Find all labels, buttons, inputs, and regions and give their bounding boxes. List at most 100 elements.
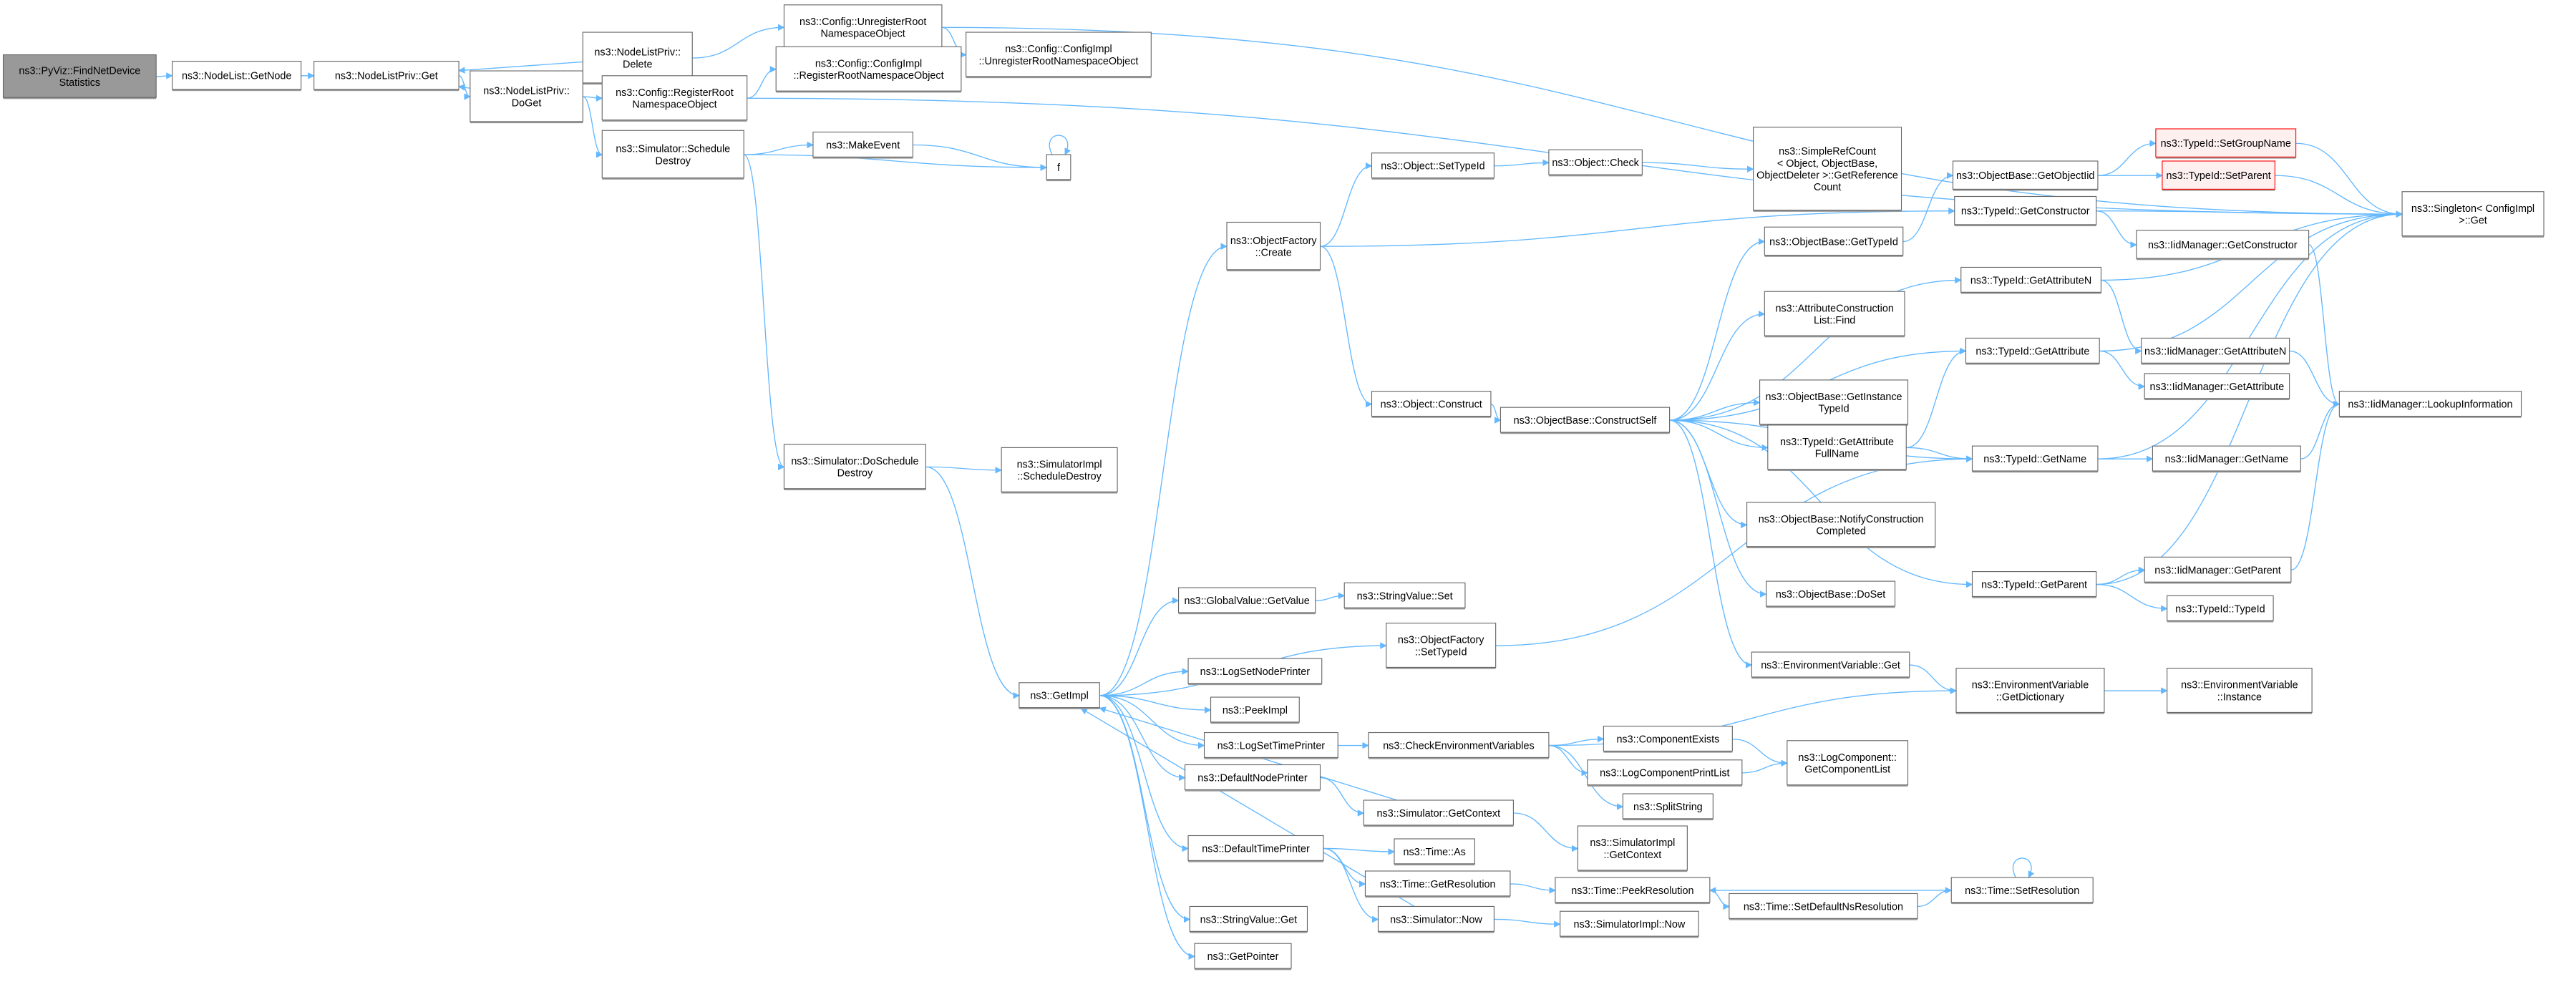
- node-ns3-logsettimeprinter[interactable]: ns3::LogSetTimePrinter: [1203, 731, 1338, 759]
- node-ns3-stringvalue-set[interactable]: ns3::StringValue::Set: [1343, 582, 1466, 610]
- node-ns3-splitstring[interactable]: ns3::SplitString: [1622, 793, 1714, 821]
- node-ns3-typeid-getname[interactable]: ns3::TypeId::GetName: [1971, 445, 2099, 473]
- node-ns3-defaultnodeprinter[interactable]: ns3::DefaultNodePrinter: [1184, 764, 1321, 792]
- node-label: ns3::TypeId::SetGroupName: [2161, 138, 2291, 150]
- node-ns3-object-construct[interactable]: ns3::Object::Construct: [1371, 391, 1492, 418]
- edge-n51-to-n57: [1099, 695, 1186, 782]
- node-label: Destroy: [837, 468, 873, 480]
- node-box: [2144, 556, 2292, 583]
- node-ns3-config-configimpl-registerrootnamespaceobject[interactable]: ns3::Config::ConfigImpl::RegisterRootNam…: [775, 46, 962, 93]
- node-ns3-typeid-getattributen[interactable]: ns3::TypeId::GetAttributeN: [1960, 266, 2101, 294]
- node-ns3-makeevent[interactable]: ns3::MakeEvent: [812, 131, 913, 159]
- node-ns3-typeid-setparent[interactable]: ns3::TypeId::SetParent: [2162, 160, 2275, 191]
- node-ns3-logsetnodeprinter[interactable]: ns3::LogSetNodePrinter: [1187, 658, 1323, 686]
- node-ns3-nodelist-getnode[interactable]: ns3::NodeList::GetNode: [172, 60, 302, 92]
- node-ns3-objectbase-constructself[interactable]: ns3::ObjectBase::ConstructSelf: [1500, 407, 1671, 434]
- node-ns3-iidmanager-getconstructor[interactable]: ns3::IidManager::GetConstructor: [2136, 230, 2310, 261]
- node-ns3-time-as[interactable]: ns3::Time::As: [1394, 838, 1475, 866]
- node-label: ns3::EnvironmentVariable: [2181, 680, 2298, 691]
- node-f[interactable]: f: [1046, 154, 1071, 182]
- node-ns3-iidmanager-getparent[interactable]: ns3::IidManager::GetParent: [2144, 556, 2292, 584]
- node-ns3-object-check[interactable]: ns3::Object::Check: [1548, 149, 1643, 177]
- node-ns3-time-setresolution[interactable]: ns3::Time::SetResolution: [1950, 877, 2094, 905]
- node-ns3-logcomponent-getcomponentlist[interactable]: ns3::LogComponent::GetComponentList: [1787, 740, 1909, 787]
- node-box: [1364, 870, 1511, 897]
- node-label: ns3::NodeListPriv::: [594, 47, 681, 59]
- node-ns3-simulatorimpl-getcontext[interactable]: ns3::SimulatorImpl::GetContext: [1577, 825, 1688, 872]
- edge-n8-to-n7: [747, 66, 777, 99]
- edge-n51-to-n49: [1099, 668, 1189, 696]
- edge-n3-to-n5: [458, 75, 471, 100]
- node-label: ns3::LogComponentPrintList: [1600, 768, 1729, 779]
- node-ns3-stringvalue-get[interactable]: ns3::StringValue::Get: [1189, 905, 1308, 933]
- node-ns3-objectbase-gettypeid[interactable]: ns3::ObjectBase::GetTypeId: [1764, 226, 1904, 257]
- node-ns3-simulator-getcontext[interactable]: ns3::Simulator::GetContext: [1363, 799, 1514, 827]
- node-label: ns3::Time::PeekResolution: [1571, 885, 1693, 897]
- node-ns3-objectfactory-settypeid[interactable]: ns3::ObjectFactory::SetTypeId: [1386, 623, 1497, 669]
- node-ns3-simulatorimpl-now[interactable]: ns3::SimulatorImpl::Now: [1560, 910, 1699, 938]
- node-ns3-typeid-getparent[interactable]: ns3::TypeId::GetParent: [1971, 571, 2097, 598]
- node-ns3-object-settypeid[interactable]: ns3::Object::SetTypeId: [1371, 152, 1494, 180]
- node-ns3-environmentvariable-getdictionary[interactable]: ns3::EnvironmentVariable::GetDictionary: [1955, 667, 2105, 714]
- node-ns3-time-setdefaultnsresolution[interactable]: ns3::Time::SetDefaultNsResolution: [1729, 893, 1918, 920]
- node-ns3-logcomponentprintlist[interactable]: ns3::LogComponentPrintList: [1587, 759, 1743, 787]
- node-ns3-typeid-getconstructor[interactable]: ns3::TypeId::GetConstructor: [1954, 195, 2097, 227]
- node-ns3-time-getresolution[interactable]: ns3::Time::GetResolution: [1364, 870, 1511, 898]
- node-box: [1577, 825, 1688, 871]
- edge-n23-to-n31: [2308, 244, 2341, 408]
- node-label: ::UnregisterRootNamespaceObject: [979, 56, 1139, 67]
- edge-n32-to-n42: [1669, 419, 1767, 598]
- node-ns3-typeid-setgroupname[interactable]: ns3::TypeId::SetGroupName: [2155, 128, 2297, 159]
- node-ns3-peekimpl[interactable]: ns3::PeekImpl: [1210, 696, 1300, 724]
- node-ns3-simulatorimpl-scheduledestroy[interactable]: ns3::SimulatorImpl::ScheduleDestroy: [1001, 447, 1118, 494]
- node-label: Completed: [1816, 526, 1866, 538]
- node-ns3-iidmanager-getattributen[interactable]: ns3::IidManager::GetAttributeN: [2141, 337, 2290, 365]
- node-ns3-iidmanager-lookupinformation[interactable]: ns3::IidManager::LookupInformation: [2338, 391, 2522, 418]
- node-ns3-iidmanager-getname[interactable]: ns3::IidManager::GetName: [2152, 445, 2301, 473]
- node-label: Delete: [623, 59, 653, 70]
- node-ns3-nodelistpriv-get[interactable]: ns3::NodeListPriv::Get: [314, 60, 460, 92]
- node-box: [1177, 587, 1316, 613]
- node-ns3-objectbase-doset[interactable]: ns3::ObjectBase::DoSet: [1766, 580, 1896, 608]
- node-ns3-simplerefcount-object-objectbase-objectdeleter-getreference-count[interactable]: ns3::SimpleRefCount< Object, ObjectBase,…: [1753, 127, 1902, 212]
- node-ns3-environmentvariable-instance[interactable]: ns3::EnvironmentVariable::Instance: [2167, 667, 2313, 714]
- edge-n63-to-n64: [1510, 883, 1556, 894]
- node-ns3-time-peekresolution[interactable]: ns3::Time::PeekResolution: [1555, 877, 1711, 905]
- node-ns3-checkenvironmentvariables[interactable]: ns3::CheckEnvironmentVariables: [1368, 731, 1550, 759]
- node-ns3-objectbase-notifyconstruction-completed[interactable]: ns3::ObjectBase::NotifyConstructionCompl…: [1746, 502, 1936, 548]
- node-ns3-environmentvariable-get[interactable]: ns3::EnvironmentVariable::Get: [1751, 651, 1910, 679]
- node-ns3-config-configimpl-unregisterrootnamespaceobject[interactable]: ns3::Config::ConfigImpl::UnregisterRootN…: [966, 31, 1152, 79]
- node-ns3-typeid-getattribute[interactable]: ns3::TypeId::GetAttribute: [1965, 337, 2100, 365]
- node-label: ns3::TypeId::GetAttributeN: [1970, 275, 2091, 286]
- node-label: ns3::StringValue::Get: [1200, 914, 1298, 925]
- node-ns3-getpointer[interactable]: ns3::GetPointer: [1194, 943, 1292, 971]
- edge-n36-to-n37: [925, 466, 1003, 474]
- node-ns3-defaulttimeprinter[interactable]: ns3::DefaultTimePrinter: [1187, 835, 1324, 862]
- node-label: ::GetContext: [1604, 850, 1662, 861]
- node-box: [1952, 160, 2099, 190]
- node-label: ns3::IidManager::GetParent: [2154, 565, 2281, 576]
- node-label: TypeId: [1818, 404, 1849, 415]
- node-ns3-singleton-configimpl-get[interactable]: ns3::Singleton< ConfigImpl>::Get: [2401, 191, 2545, 238]
- node-ns3-nodelistpriv-doget[interactable]: ns3::NodeListPriv::DoGet: [470, 70, 583, 124]
- node-label: ns3::Time::GetResolution: [1380, 879, 1496, 890]
- node-ns3-iidmanager-getattribute[interactable]: ns3::IidManager::GetAttribute: [2144, 373, 2290, 401]
- node-ns3-objectbase-getobjectiid[interactable]: ns3::ObjectBase::GetObjectIid: [1952, 160, 2099, 191]
- node-ns3-config-unregisterroot-namespaceobject[interactable]: ns3::Config::UnregisterRootNamespaceObje…: [783, 4, 943, 51]
- node-ns3-config-registerroot-namespaceobject[interactable]: ns3::Config::RegisterRootNamespaceObject: [601, 75, 748, 122]
- node-box: [582, 31, 693, 84]
- node-ns3-getimpl[interactable]: ns3::GetImpl: [1019, 682, 1100, 709]
- node-ns3-simulator-now[interactable]: ns3::Simulator::Now: [1377, 905, 1494, 933]
- node-ns3-simulator-schedule-destroy[interactable]: ns3::Simulator::ScheduleDestroy: [601, 130, 744, 180]
- node-box: [1377, 905, 1494, 932]
- node-ns3-objectfactory-create[interactable]: ns3::ObjectFactory::Create: [1226, 221, 1321, 272]
- node-ns3-typeid-typeid[interactable]: ns3::TypeId::TypeId: [2167, 595, 2274, 623]
- node-ns3-globalvalue-getvalue[interactable]: ns3::GlobalValue::GetValue: [1177, 587, 1316, 615]
- node-ns3-componentexists[interactable]: ns3::ComponentExists: [1603, 725, 1733, 753]
- edge-n27-to-n31: [2289, 350, 2341, 408]
